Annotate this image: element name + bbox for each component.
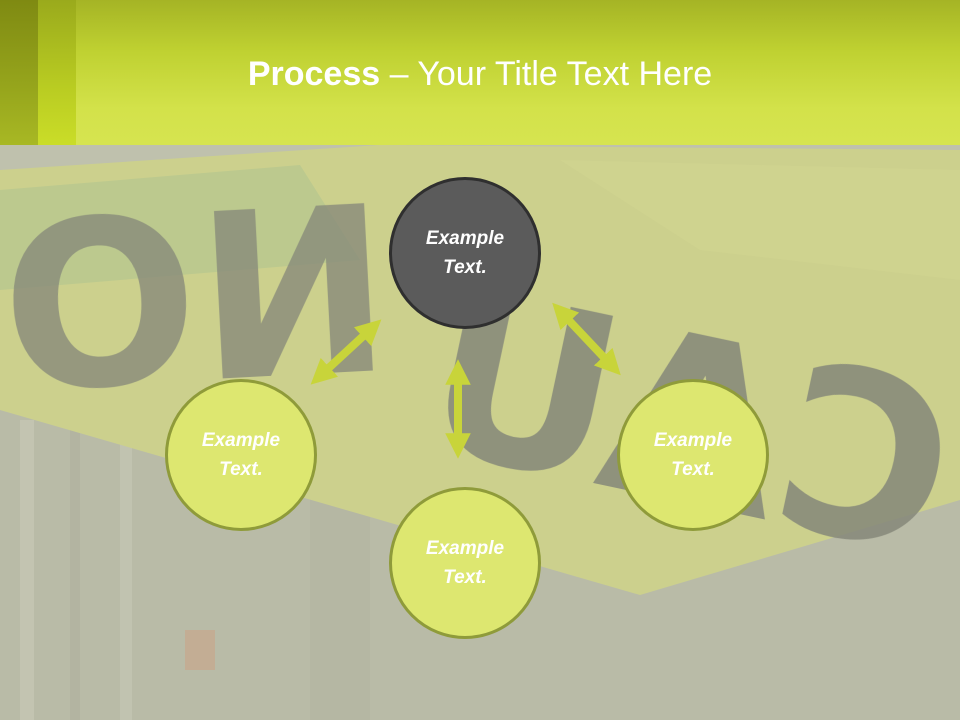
- process-node-right[interactable]: Example Text.: [617, 379, 769, 531]
- process-node-top[interactable]: Example Text.: [389, 177, 541, 329]
- process-node-bottom-label: Example Text.: [425, 538, 505, 588]
- slide-title-rest: – Your Title Text Here: [380, 55, 713, 93]
- process-node-left[interactable]: Example Text.: [165, 379, 317, 531]
- slide-title-bold: Process: [247, 55, 381, 93]
- arrow-top-right: [552, 302, 621, 376]
- arrow-top-left: [310, 319, 382, 385]
- slide-title: Process – Your Title Text Here: [0, 52, 960, 96]
- title-bar: Process – Your Title Text Here: [0, 0, 960, 145]
- title-bar-accent-light: [38, 0, 76, 145]
- process-node-top-label: Example Text.: [425, 228, 505, 278]
- title-bar-accent-dark: [0, 0, 38, 145]
- process-node-right-label: Example Text.: [653, 430, 733, 480]
- process-node-bottom[interactable]: Example Text.: [389, 487, 541, 639]
- process-node-left-label: Example Text.: [201, 430, 281, 480]
